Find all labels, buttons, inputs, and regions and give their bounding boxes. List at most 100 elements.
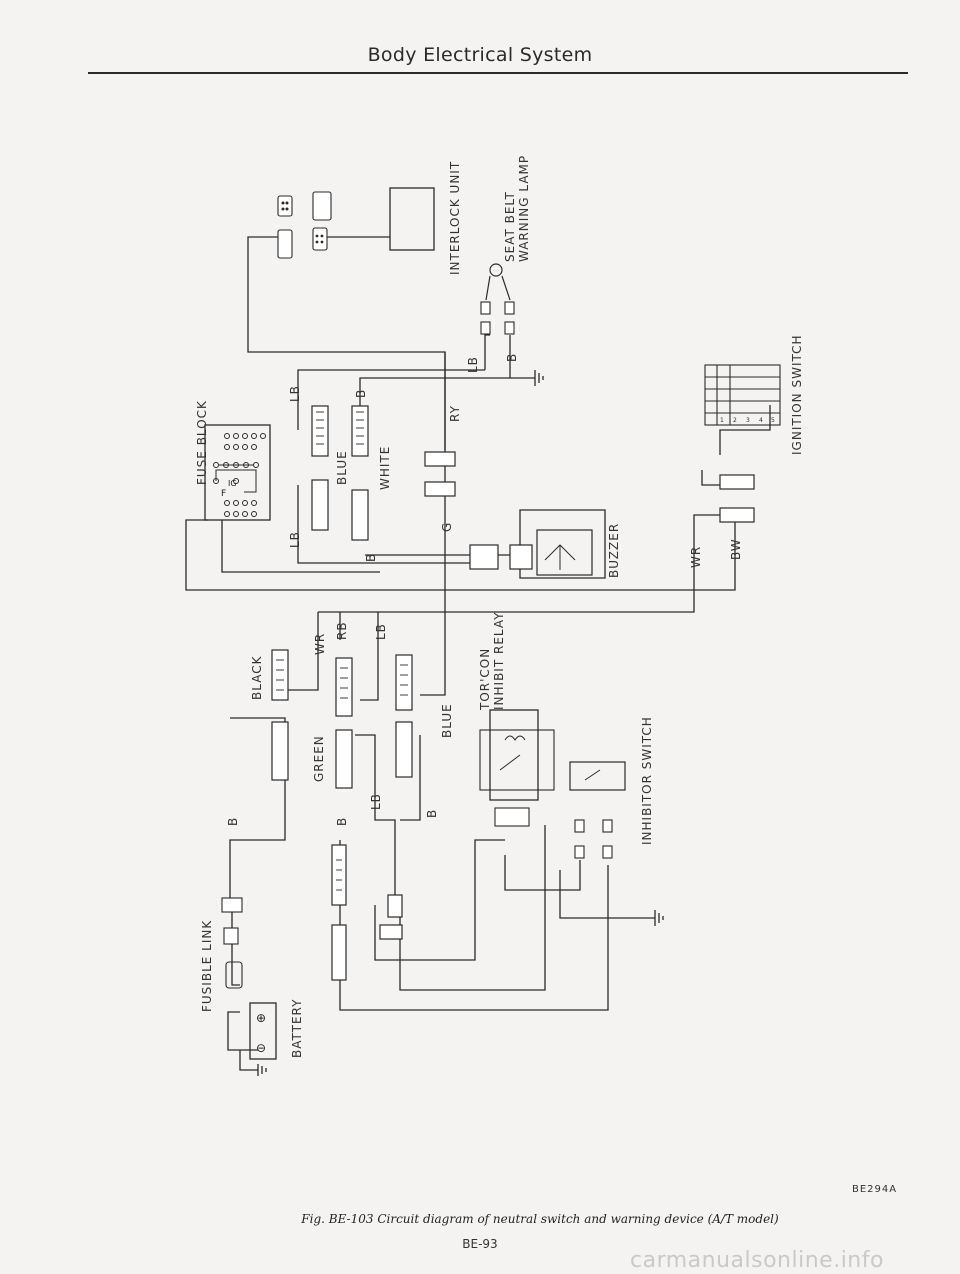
wire-fuse-to-white [221, 520, 380, 573]
wire-lb-left [297, 485, 470, 564]
battery-pos: ⊕ [256, 1011, 266, 1025]
fusible-link-element [223, 927, 239, 945]
figure-code: BE294A [852, 1184, 898, 1195]
wire-label-g: G [440, 521, 454, 532]
connector-black-mate [271, 721, 289, 781]
label-torcon-2: INHIBIT RELAY [492, 611, 506, 710]
wire-battery [227, 1011, 258, 1051]
fuse-block-ig: IG [228, 479, 237, 488]
connector-blue-lower [395, 654, 413, 711]
label-buzzer: BUZZER [607, 522, 621, 578]
interlock-unit-box [389, 187, 435, 251]
ground-symbol-battery [239, 1050, 267, 1076]
wire-ign-2 [701, 470, 720, 486]
wire-label-wr-1: WR [313, 632, 327, 655]
interlock-connectors [277, 191, 332, 259]
wire-label-b-6: B [425, 808, 439, 818]
wire-lb-lower [355, 734, 396, 900]
wire-relay-loop-2 [399, 825, 546, 991]
connector-blue-upper [311, 405, 329, 457]
label-seat-belt-2: WARNING LAMP [517, 154, 531, 262]
wire-label-lb-5: LB [369, 793, 383, 810]
wire-inhibitor-ground [559, 870, 655, 919]
connector-white-mate [351, 489, 369, 541]
wire-mid-bus [318, 514, 720, 613]
torcon-connector [494, 807, 530, 827]
connector-ry-mate [424, 481, 456, 497]
wire-blue-right [420, 540, 446, 696]
connector-green-mate [331, 844, 347, 906]
wire-ign-1 [719, 405, 771, 455]
ignition-switch-table [704, 364, 781, 426]
wire-b-left-vertical [229, 717, 286, 898]
wire-lb-drop [360, 612, 379, 701]
wire-interlock-loop [247, 236, 446, 540]
fusible-link-body [225, 961, 243, 989]
wire-b-upper [359, 377, 510, 420]
torcon-relay-box [489, 709, 539, 801]
ground-symbol-bottom [654, 910, 664, 926]
connector-blue-upper-mate [311, 479, 329, 531]
fusible-link-connector [221, 897, 243, 913]
footer-watermark: carmanualsonline.info [630, 1248, 884, 1273]
label-battery: BATTERY [290, 998, 304, 1058]
page-number: BE-93 [462, 1237, 498, 1251]
wire-label-b-1: B [354, 388, 368, 398]
label-seat-belt-1: SEAT BELT [503, 191, 517, 262]
ign-row-1: 1 [720, 417, 724, 424]
connector-green [335, 729, 353, 789]
label-conn-black: BLACK [250, 655, 264, 700]
wire-b-lower [400, 735, 421, 821]
wire-relay-loop [374, 839, 505, 961]
battery-body [249, 1002, 277, 1060]
ign-row-3: 3 [746, 417, 750, 424]
connector-black [271, 649, 289, 701]
wire-fusible [231, 910, 240, 986]
label-conn-blue-upper: BLUE [335, 450, 349, 485]
label-torcon-1: TOR'CON [478, 647, 492, 710]
connector-green-lower [331, 924, 347, 981]
connector-blocks [271, 405, 755, 981]
connector-blue-lower-mate [395, 721, 413, 778]
label-fusible-link: FUSIBLE LINK [200, 919, 214, 1012]
ign-row-5: 5 [771, 417, 775, 424]
figure-caption: Fig. BE-103 Circuit diagram of neutral s… [301, 1212, 779, 1226]
wire-seatbelt-lb [484, 334, 490, 370]
ground-symbol-top [534, 370, 544, 386]
label-interlock-unit: INTERLOCK UNIT [448, 160, 462, 275]
wire-label-rb: RB [335, 621, 349, 640]
wire-label-b-4: B [226, 816, 240, 826]
connector-ign-2 [719, 507, 755, 523]
label-inhibitor-switch: INHIBITOR SWITCH [640, 716, 654, 845]
wire-label-b-5: B [335, 816, 349, 826]
seat-belt-lamp [489, 263, 503, 277]
buzzer-body [536, 529, 593, 576]
connector-ry [424, 451, 456, 467]
label-conn-blue-lower: BLUE [440, 703, 454, 738]
wire-label-b-3: B [505, 352, 519, 362]
fuse-block [204, 424, 271, 521]
battery-neg: ⊖ [256, 1041, 266, 1055]
ign-row-4: 4 [759, 417, 763, 424]
wire-label-lb-3: LB [466, 356, 480, 373]
connector-ign-1 [719, 474, 755, 490]
inhibitor-switch-box [569, 761, 626, 791]
connector-rb [335, 657, 353, 717]
wire-main-loop [185, 514, 736, 591]
wire-label-bw: BW [729, 538, 743, 560]
wire-label-lb-1: LB [288, 385, 302, 402]
page-title: Body Electrical System [367, 44, 593, 66]
ign-row-2: 2 [733, 417, 737, 424]
label-fuse-block: FUSE BLOCK [195, 400, 209, 485]
seatbelt-connectors [480, 301, 515, 335]
fuse-block-f: F [221, 489, 226, 499]
connector-relay-left [387, 894, 403, 918]
connector-relay-right [379, 924, 403, 940]
label-conn-green: GREEN [312, 735, 326, 782]
wire-wr-drop [285, 612, 319, 691]
connector-white-upper [351, 405, 369, 457]
wire-label-lb-4: LB [374, 623, 388, 640]
wire-label-lb-2: LB [288, 531, 302, 548]
connector-buzzer-2 [509, 544, 533, 570]
